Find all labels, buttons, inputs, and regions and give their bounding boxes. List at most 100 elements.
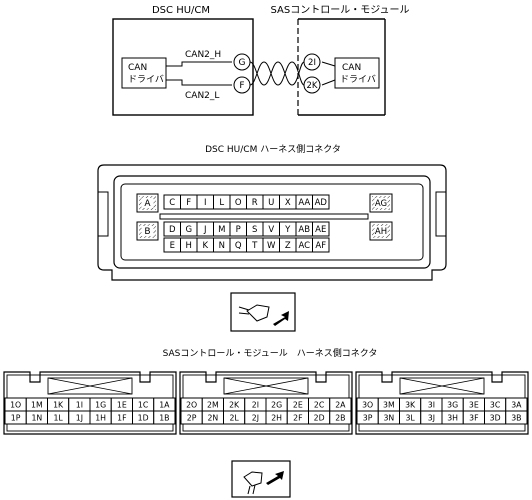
sas-pin-3g: 3G [447, 401, 458, 410]
dsc-pin-f: F [186, 198, 191, 208]
dsc-connector-title: DSC HU/CM ハーネス側コネクタ [205, 143, 341, 155]
sas-pin-2e: 2E [293, 401, 303, 410]
dsc-pin-g: G [185, 225, 192, 235]
dsc-pin-ab: AB [298, 225, 310, 235]
twisted-pair-high [249, 61, 305, 86]
sas-pin-3j: 3J [428, 414, 435, 423]
sas-pin-3o: 3O [362, 401, 373, 410]
sas-pin-3e: 3E [469, 401, 479, 410]
sas-pin-1c: 1C [138, 401, 149, 410]
sas-connector-title: SASコントロール・モジュール ハーネス側コネクタ [163, 347, 378, 359]
sas-pin-3m: 3M [383, 401, 395, 410]
dsc-pin-x: X [285, 198, 291, 208]
right-driver-box [334, 57, 380, 89]
can-high-label: CAN2_H [185, 50, 221, 60]
dsc-pin-v: V [268, 225, 274, 235]
dsc-pin-u: U [268, 198, 274, 208]
sas-pin-1i: 1I [76, 401, 83, 410]
dsc-pin-t: T [251, 241, 258, 251]
sas-pin-3h: 3H [447, 414, 458, 423]
sas-pin-1g: 1G [95, 401, 106, 410]
dsc-pin-ad-box [312, 194, 330, 210]
sas-pin-2i: 2I [252, 401, 259, 410]
dsc-pin-s: S [252, 225, 257, 235]
dsc-pin-c: C [169, 198, 175, 208]
connector-view-icon-2 [231, 460, 291, 498]
sas-pin-3i: 3I [428, 401, 435, 410]
can-low-label: CAN2_L [185, 91, 219, 101]
dsc-pin-o: O [235, 198, 242, 208]
sas-pin-1b-box [153, 410, 176, 425]
dsc-pin-ag: AG [375, 199, 387, 209]
dsc-pin-ad: AD [315, 198, 328, 208]
right-module-title: SASコントロール・モジュール [270, 5, 409, 16]
sas-pin-1l: 1L [53, 414, 63, 423]
left-driver-label-2: ドライバ [128, 74, 164, 85]
twisted-pair-low [249, 61, 305, 86]
sas-pin-3b-box [505, 410, 528, 425]
dsc-pin-aa: AA [298, 198, 310, 208]
sas-pin-3b: 3B [511, 414, 521, 423]
dsc-pin-e: E [170, 241, 175, 251]
dsc-pin-n: N [219, 241, 225, 251]
dsc-pin-b: B [144, 227, 150, 237]
sas-pin-2b-box [329, 410, 352, 425]
sas-pin-3p: 3P [363, 414, 373, 423]
sas-pin-3k: 3K [405, 401, 416, 410]
pin-g-label: G [239, 58, 246, 68]
dsc-pin-a: A [144, 199, 151, 209]
sas-pin-1b: 1B [159, 414, 169, 423]
dsc-pin-m: M [218, 225, 225, 235]
pin-2i-label: 2I [308, 58, 316, 68]
dsc-pin-ae: AE [315, 225, 326, 235]
sas-pin-3n: 3N [383, 414, 394, 423]
dsc-pin-p: P [236, 225, 241, 235]
left-driver-box [121, 57, 167, 89]
dsc-pin-z: Z [285, 241, 291, 251]
sas-pin-2k: 2K [229, 401, 240, 410]
sas-pin-3f: 3F [469, 414, 479, 423]
sas-pin-2f: 2F [293, 414, 303, 423]
right-driver-label-1: CAN [342, 63, 361, 73]
dsc-pin-q: Q [235, 241, 242, 251]
pin-2k-label: 2K [307, 81, 318, 91]
sas-pin-2n: 2N [207, 414, 218, 423]
dsc-pin-k: K [202, 241, 208, 251]
sas-pin-2c: 2C [314, 401, 325, 410]
sas-pin-1e: 1E [117, 401, 127, 410]
left-driver-label-1: CAN [128, 63, 147, 73]
dsc-pin-h: H [186, 241, 192, 251]
sas-pin-2l: 2L [229, 414, 239, 423]
sas-pin-3d: 3D [490, 414, 501, 423]
sas-pin-1j: 1J [76, 414, 83, 423]
sas-pin-3a: 3A [511, 401, 522, 410]
sas-pin-2a: 2A [335, 401, 346, 410]
sas-pin-1k: 1K [53, 401, 64, 410]
sas-pin-2o: 2O [186, 401, 197, 410]
sas-pin-1p: 1P [11, 414, 21, 423]
dsc-pin-r: R [252, 198, 258, 208]
dsc-pin-af-box [312, 237, 330, 253]
sas-pin-2p: 2P [187, 414, 197, 423]
sas-pin-2m: 2M [207, 401, 219, 410]
pin-f-label: F [239, 81, 244, 91]
sas-pin-2b: 2B [335, 414, 345, 423]
dsc-pin-ac: AC [298, 241, 310, 251]
dsc-pin-ae-box [312, 221, 330, 237]
schematic: DSC HU/CM SASコントロール・モジュール CAN ドライバ CAN ド… [112, 5, 410, 116]
dsc-pin-y: Y [284, 225, 291, 235]
dsc-pin-l: L [219, 198, 224, 208]
sas-pin-1a: 1A [159, 401, 170, 410]
dsc-housing [97, 164, 447, 281]
dsc-pin-j: J [203, 225, 207, 235]
dsc-pin-w: W [267, 241, 276, 251]
connector-view-icon [230, 292, 296, 332]
sas-pin-1m: 1M [31, 401, 43, 410]
sas-pin-1n: 1N [31, 414, 42, 423]
